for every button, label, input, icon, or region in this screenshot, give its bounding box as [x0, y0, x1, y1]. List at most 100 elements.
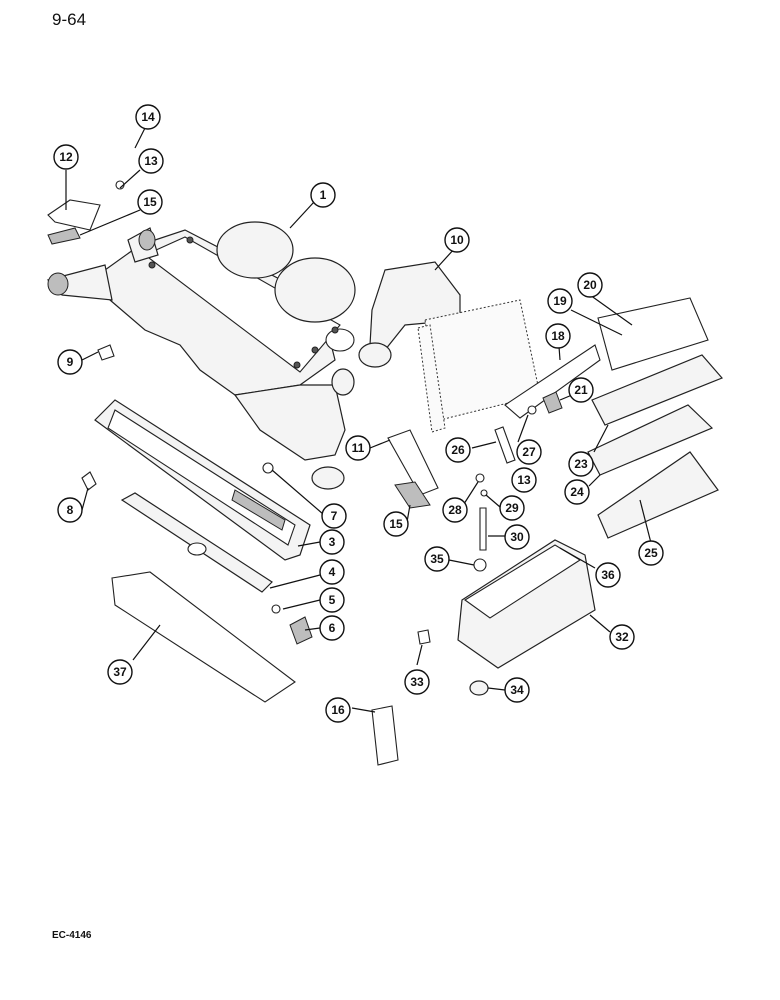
- callout-13-right: 13: [511, 467, 537, 493]
- svg-text:24: 24: [570, 485, 584, 499]
- cover-panel-part: [120, 492, 273, 593]
- svg-text:26: 26: [451, 443, 465, 457]
- svg-text:15: 15: [143, 195, 157, 209]
- pin-part: [494, 426, 516, 464]
- callout-35: 35: [424, 546, 450, 572]
- callout-21: 21: [568, 377, 594, 403]
- callout-15-top: 15: [137, 189, 163, 215]
- svg-text:15: 15: [389, 517, 403, 531]
- vent-grille-part: [289, 616, 313, 645]
- svg-text:5: 5: [329, 593, 336, 607]
- svg-text:19: 19: [553, 294, 567, 308]
- core-part: [424, 299, 541, 421]
- clip-part: [262, 462, 274, 474]
- svg-text:3: 3: [329, 535, 336, 549]
- callout-8: 8: [57, 497, 83, 523]
- callout-10: 10: [444, 227, 470, 253]
- callout-33: 33: [404, 669, 430, 695]
- svg-text:21: 21: [574, 383, 588, 397]
- svg-text:18: 18: [551, 329, 565, 343]
- bolt-part: [479, 507, 487, 551]
- callout-30: 30: [504, 524, 530, 550]
- callout-18: 18: [545, 323, 571, 349]
- svg-text:16: 16: [331, 703, 345, 717]
- callout-14: 14: [135, 104, 161, 130]
- callout-27: 27: [516, 439, 542, 465]
- seal-strip-part: [394, 481, 431, 509]
- washer-part: [271, 604, 281, 614]
- grommet-part: [473, 558, 487, 572]
- nut-part: [475, 473, 485, 483]
- gasket-sheet-part: [111, 571, 296, 703]
- callout-6: 6: [319, 615, 345, 641]
- callout-26: 26: [445, 437, 471, 463]
- svg-text:4: 4: [329, 565, 336, 579]
- drawing-code: EC-4146: [52, 930, 92, 941]
- duct-elbow-part: [358, 261, 461, 368]
- filter-panel-b-part: [587, 404, 714, 476]
- svg-text:23: 23: [574, 457, 588, 471]
- callout-13-top: 13: [138, 148, 164, 174]
- svg-text:6: 6: [329, 621, 336, 635]
- clamp-part: [542, 391, 563, 414]
- foam-strip-part: [47, 227, 81, 245]
- svg-text:13: 13: [517, 473, 531, 487]
- page-number: 9-64: [52, 10, 87, 29]
- svg-text:29: 29: [505, 501, 519, 515]
- svg-text:12: 12: [59, 150, 73, 164]
- svg-text:10: 10: [450, 233, 464, 247]
- fastener-part: [81, 471, 97, 491]
- lower-duct-tray-part: [94, 399, 311, 561]
- svg-text:25: 25: [644, 546, 658, 560]
- control-linkage-part: [504, 344, 601, 419]
- callout-7: 7: [321, 503, 347, 529]
- bushing-part: [527, 405, 537, 415]
- svg-text:8: 8: [67, 503, 74, 517]
- callout-15-mid: 15: [383, 511, 409, 537]
- svg-text:36: 36: [601, 568, 615, 582]
- hex-nut-part: [469, 680, 489, 696]
- callout-19: 19: [547, 288, 573, 314]
- bracket-part: [387, 429, 439, 496]
- callout-20: 20: [577, 272, 603, 298]
- callout-32: 32: [609, 624, 635, 650]
- callout-12: 12: [53, 144, 79, 170]
- svg-text:11: 11: [352, 441, 365, 455]
- svg-text:37: 37: [113, 665, 127, 679]
- svg-text:32: 32: [615, 630, 629, 644]
- callout-29: 29: [499, 495, 525, 521]
- heater-housing-part: [46, 221, 356, 490]
- callout-1: 1: [310, 182, 336, 208]
- callout-25: 25: [638, 540, 664, 566]
- top-panel-part: [597, 297, 709, 371]
- svg-text:20: 20: [583, 278, 597, 292]
- filter-frame-part: [597, 451, 719, 539]
- svg-text:30: 30: [510, 530, 524, 544]
- svg-text:14: 14: [141, 110, 155, 124]
- callout-3: 3: [319, 529, 345, 555]
- louver-vent-part: [371, 705, 399, 766]
- svg-text:27: 27: [522, 445, 536, 459]
- leader-lines: [65, 121, 652, 713]
- callout-37: 37: [107, 659, 133, 685]
- callout-24: 24: [564, 479, 590, 505]
- callout-34: 34: [504, 677, 530, 703]
- callout-16: 16: [325, 697, 351, 723]
- retainer-part: [97, 344, 115, 361]
- svg-text:33: 33: [410, 675, 424, 689]
- svg-text:34: 34: [510, 683, 524, 697]
- callout-28: 28: [442, 497, 468, 523]
- mount-bracket-part: [47, 199, 101, 231]
- svg-text:9: 9: [67, 355, 74, 369]
- callout-11: 11: [345, 435, 371, 461]
- callout-9: 9: [57, 349, 83, 375]
- svg-text:1: 1: [320, 188, 327, 202]
- callout-5: 5: [319, 587, 345, 613]
- callout-36: 36: [595, 562, 621, 588]
- callout-23: 23: [568, 451, 594, 477]
- svg-text:13: 13: [144, 154, 158, 168]
- svg-text:28: 28: [448, 503, 462, 517]
- drain-plug-part: [417, 629, 431, 645]
